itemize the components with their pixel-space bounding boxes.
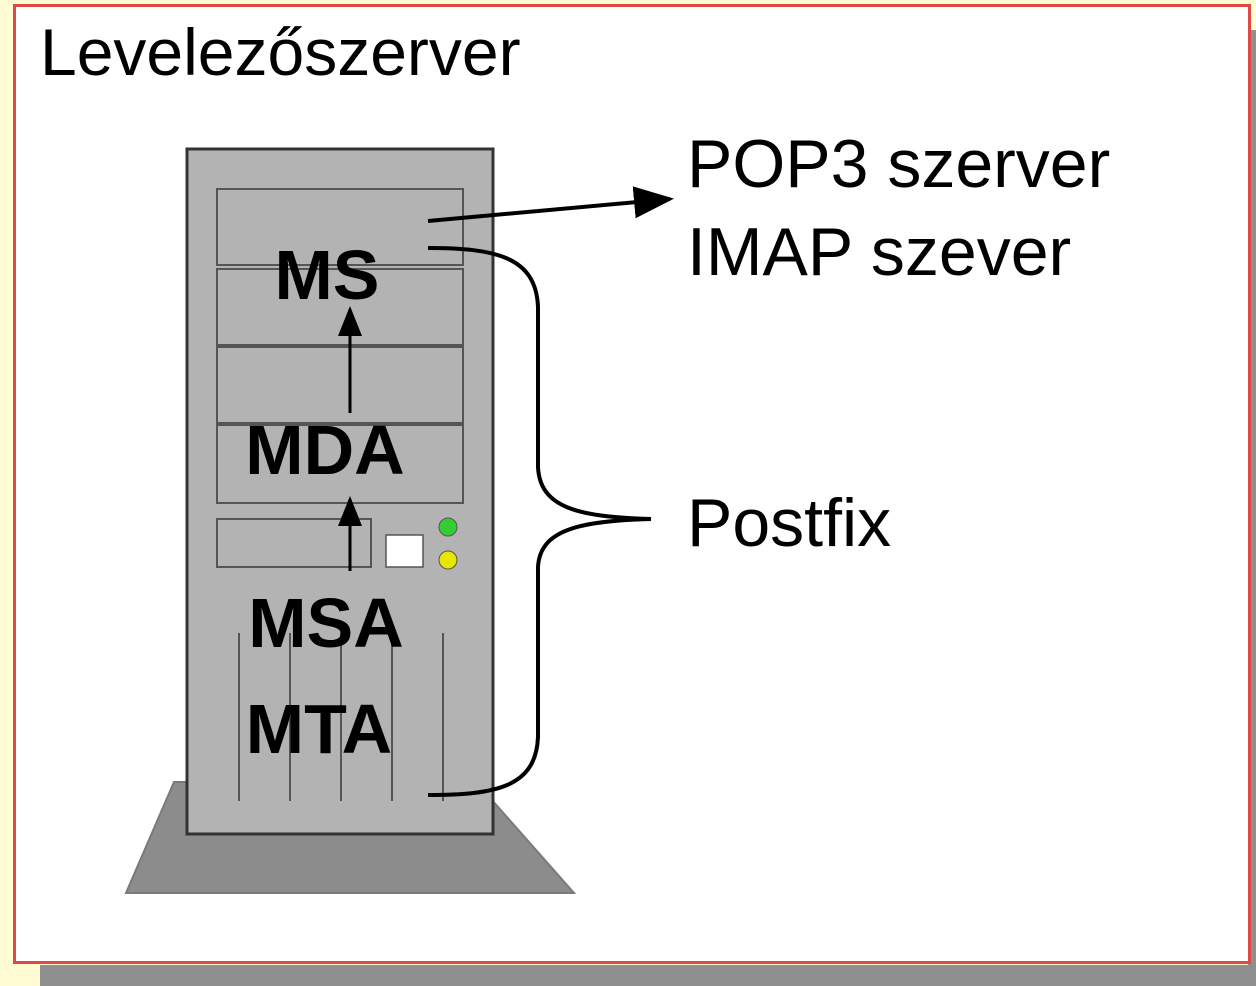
drive-bay-1	[216, 188, 464, 266]
slide-shadow-right	[1248, 30, 1256, 986]
label-pop3-server: POP3 szerver	[687, 126, 1110, 202]
power-button	[385, 534, 424, 568]
mail-server-diagram: Levelezőszerver	[40, 15, 1110, 894]
slide-title: Levelezőszerver	[40, 15, 521, 89]
label-ms: MS	[275, 236, 380, 314]
green-led-icon	[438, 517, 458, 537]
drive-bay-3	[216, 346, 464, 424]
label-imap-server: IMAP szever	[687, 214, 1071, 290]
label-msa: MSA	[248, 584, 404, 662]
label-postfix: Postfix	[687, 485, 891, 561]
label-mta: MTA	[246, 690, 392, 768]
yellow-led-icon	[438, 550, 458, 570]
label-mda: MDA	[245, 411, 404, 489]
slide-shadow-bottom	[40, 965, 1256, 986]
vent-slits	[238, 633, 444, 801]
slide: Levelezőszerver	[13, 4, 1251, 964]
floppy-slot	[216, 518, 372, 568]
postfix-brace	[427, 246, 652, 797]
arrow-ms-to-protocols	[427, 186, 674, 223]
